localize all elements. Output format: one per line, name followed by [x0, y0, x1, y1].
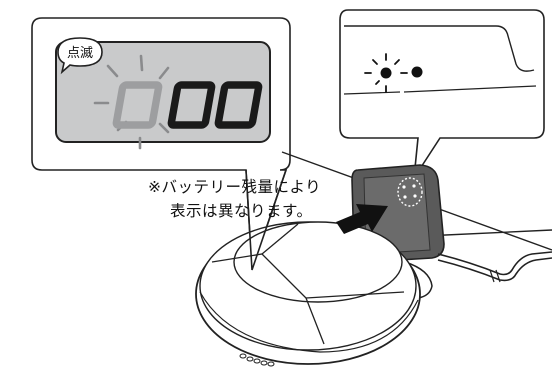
- battery-note-line-1: ※バッテリー残量により: [148, 178, 322, 196]
- display-callout: 点滅: [31, 17, 291, 271]
- segment-digit-1: [112, 81, 163, 129]
- led-blink-rays: [364, 53, 408, 93]
- led-blinking: [380, 67, 392, 79]
- segment-digit-3: [214, 81, 263, 129]
- battery-note: ※バッテリー残量により 表示は異なります。: [148, 175, 321, 223]
- led-solid: [411, 66, 423, 78]
- segment-digit-2: [167, 81, 216, 129]
- blink-badge: 点滅: [57, 37, 103, 75]
- robot-cleaner: [195, 221, 433, 367]
- indicator-callout: [339, 9, 545, 179]
- front-vents: [239, 353, 275, 367]
- docking-arrow: [336, 204, 388, 234]
- battery-note-line-2: 表示は異なります。: [170, 202, 313, 220]
- indicator-highlight: [397, 177, 423, 207]
- blink-badge-label: 点滅: [67, 46, 93, 61]
